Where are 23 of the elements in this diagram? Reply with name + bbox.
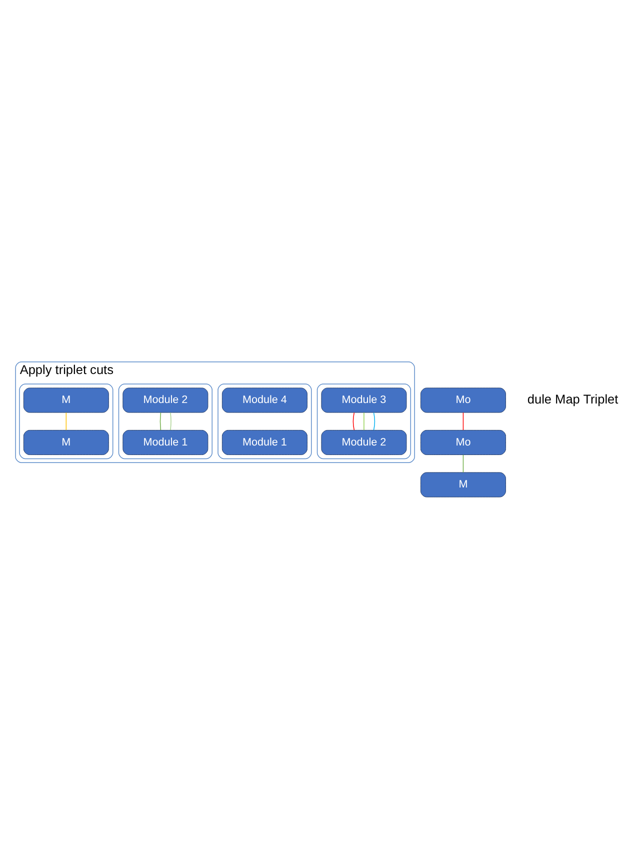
node-box: Module 3 <box>321 388 407 413</box>
cluster <box>118 384 212 460</box>
node-box: M <box>23 430 109 456</box>
node-box: Module 2 <box>122 388 208 413</box>
node-box: Mo <box>420 430 506 456</box>
connector <box>462 412 464 430</box>
node-box: Module 1 <box>222 430 308 456</box>
label: dule Map Triplet <box>527 391 618 406</box>
node-box: Module 2 <box>321 430 407 456</box>
cluster <box>218 384 312 460</box>
connector <box>462 454 464 473</box>
connector <box>352 412 355 430</box>
node-box: Module 1 <box>122 430 208 456</box>
connector <box>373 412 376 430</box>
node-box: Module 4 <box>222 388 308 413</box>
connector <box>66 412 67 430</box>
connector <box>170 412 172 430</box>
connector <box>160 412 162 430</box>
cluster <box>316 384 411 460</box>
cluster <box>19 384 114 460</box>
node-box: M <box>23 388 109 413</box>
node-box: M <box>420 472 506 498</box>
node-box: Mo <box>420 388 506 413</box>
